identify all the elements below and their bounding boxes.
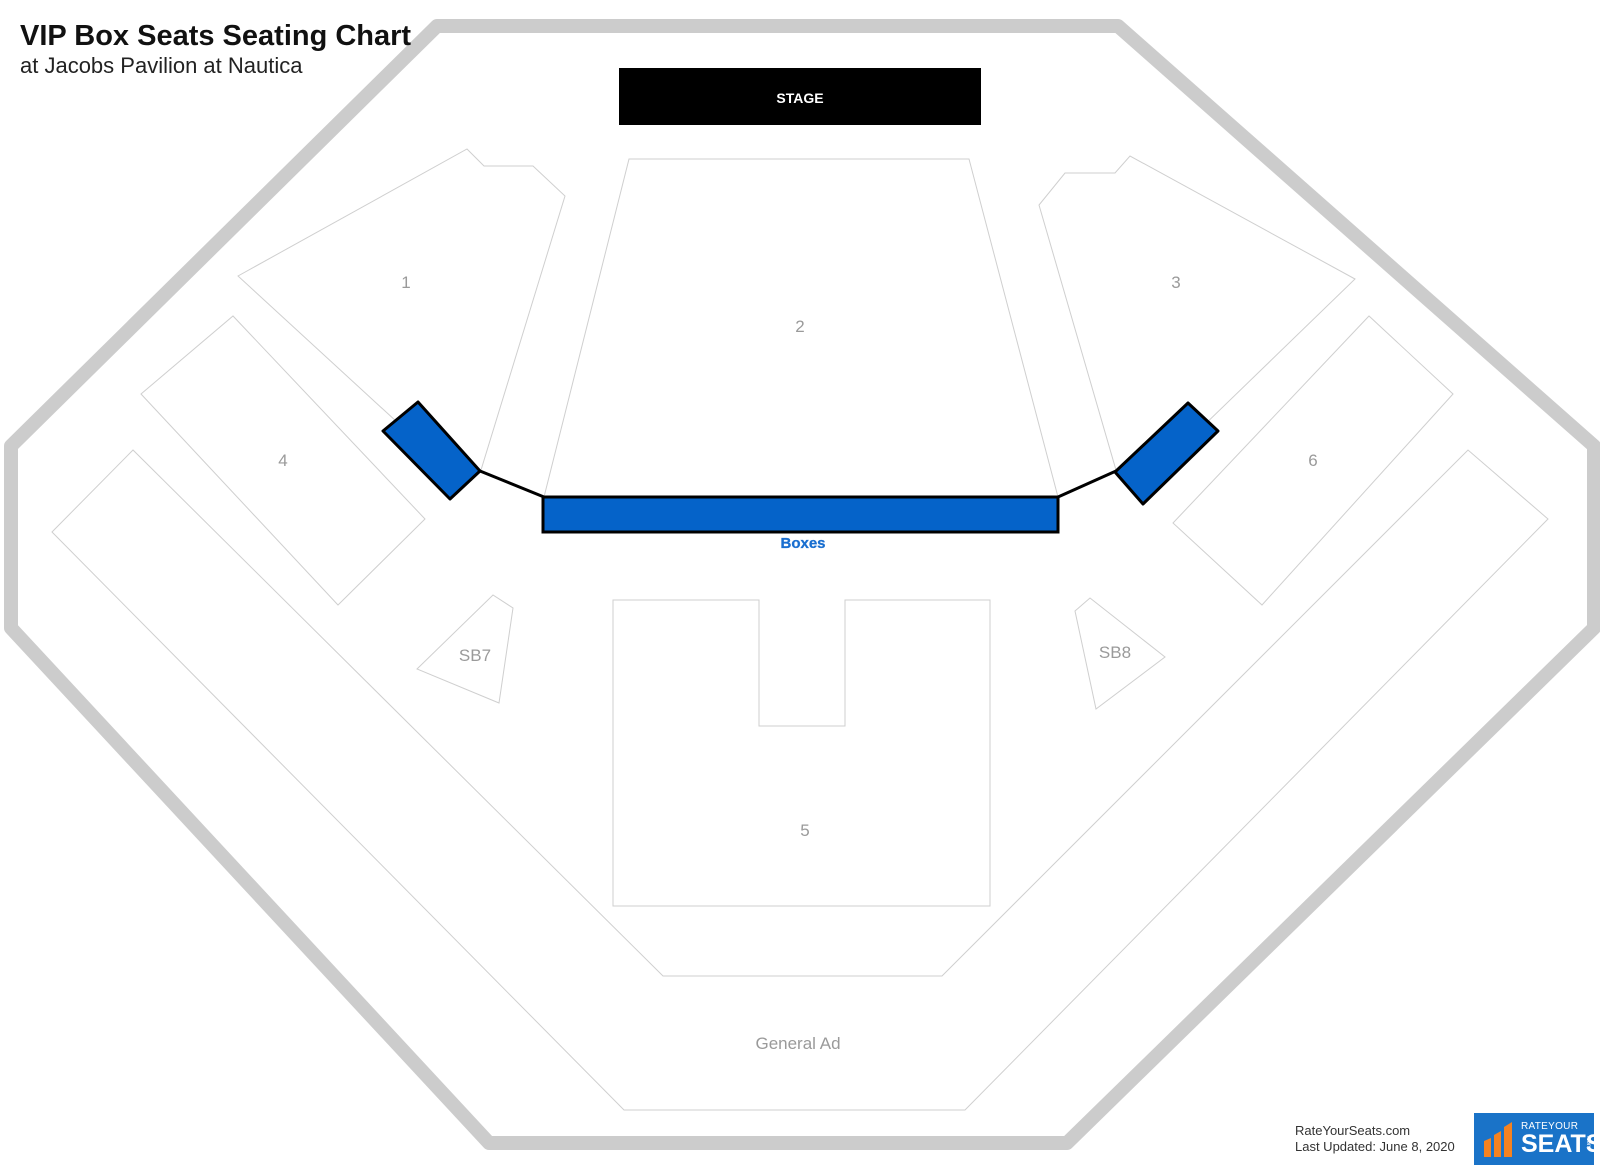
vip-box-left[interactable] xyxy=(381,400,482,501)
box-connector-right xyxy=(1057,469,1117,499)
section-5[interactable] xyxy=(612,599,991,907)
logo-bars-icon xyxy=(1484,1122,1512,1157)
stage xyxy=(619,68,981,125)
logo-big-text: SEATS xyxy=(1521,1130,1600,1158)
section-5-label: 5 xyxy=(800,821,809,840)
section-sb8-label: SB8 xyxy=(1099,643,1131,662)
section-2-label: 2 xyxy=(795,317,804,336)
box-connector-left xyxy=(479,469,545,499)
stage-label: STAGE xyxy=(776,90,823,106)
footer-credits: RateYourSeats.com Last Updated: June 8, … xyxy=(1295,1123,1455,1155)
section-3-label: 3 xyxy=(1171,273,1180,292)
rateyourseats-logo[interactable]: RATEYOUR SEATS .com xyxy=(1474,1113,1600,1165)
section-6[interactable] xyxy=(1172,315,1454,606)
page-title: VIP Box Seats Seating Chart xyxy=(20,20,412,52)
general-admission-label: General Ad xyxy=(755,1034,840,1053)
section-sb7[interactable] xyxy=(416,594,514,704)
footer-updated: Last Updated: June 8, 2020 xyxy=(1295,1139,1455,1154)
section-4[interactable] xyxy=(140,315,426,606)
footer-site[interactable]: RateYourSeats.com xyxy=(1295,1123,1411,1138)
page-subtitle: at Jacobs Pavilion at Nautica xyxy=(20,53,303,78)
vip-box-right[interactable] xyxy=(1113,401,1220,506)
vip-box-center[interactable] xyxy=(541,495,1060,534)
logo-small-text: RATEYOUR xyxy=(1521,1121,1579,1132)
section-sb7-label: SB7 xyxy=(459,646,491,665)
section-1-label: 1 xyxy=(401,273,410,292)
section-sb8[interactable] xyxy=(1074,597,1166,710)
logo-suffix: .com xyxy=(1585,1136,1591,1150)
boxes-label: Boxes xyxy=(780,535,825,552)
section-general-admission[interactable] xyxy=(51,449,1549,1111)
section-4-label: 4 xyxy=(278,451,287,470)
section-6-label: 6 xyxy=(1308,451,1317,470)
venue-outline xyxy=(4,19,1600,1150)
